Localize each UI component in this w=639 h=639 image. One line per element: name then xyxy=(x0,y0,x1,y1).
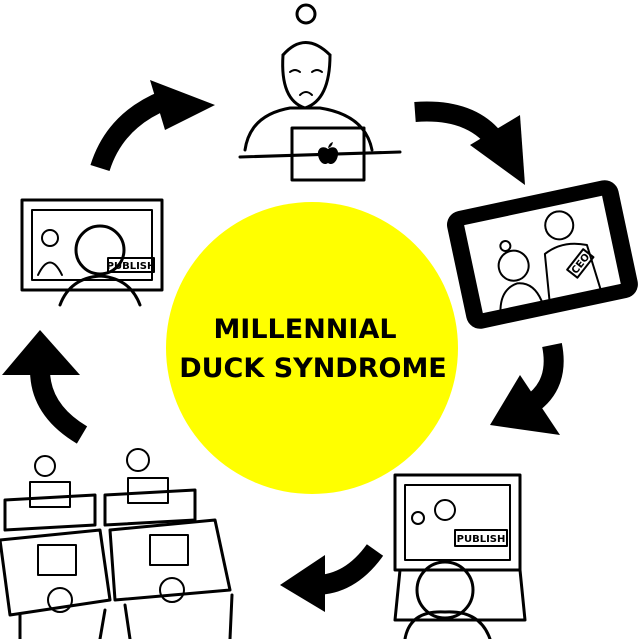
title-line-1: MILLENNIAL xyxy=(213,314,396,345)
apple-logo-icon xyxy=(317,142,339,165)
arrow-left xyxy=(2,330,88,444)
arrow-top-left xyxy=(90,80,215,172)
arrow-bottom xyxy=(280,543,384,612)
arrow-top-right xyxy=(414,101,525,185)
bottom-publish-label: PUBLISH xyxy=(457,534,506,545)
center-circle xyxy=(166,202,458,494)
title-line-2: DUCK SYNDROME xyxy=(179,353,447,384)
arrow-right xyxy=(490,343,564,435)
scene-framed-photo-with-ceo: CEO xyxy=(446,180,638,329)
left-publish-label: PUBLISH xyxy=(107,261,156,272)
scene-office-cubicles xyxy=(0,448,234,639)
scene-publish-monitor-right: PUBLISH xyxy=(393,473,527,639)
scene-worker-at-laptop xyxy=(238,3,402,182)
scene-publish-monitor-left: PUBLISH xyxy=(20,198,164,307)
